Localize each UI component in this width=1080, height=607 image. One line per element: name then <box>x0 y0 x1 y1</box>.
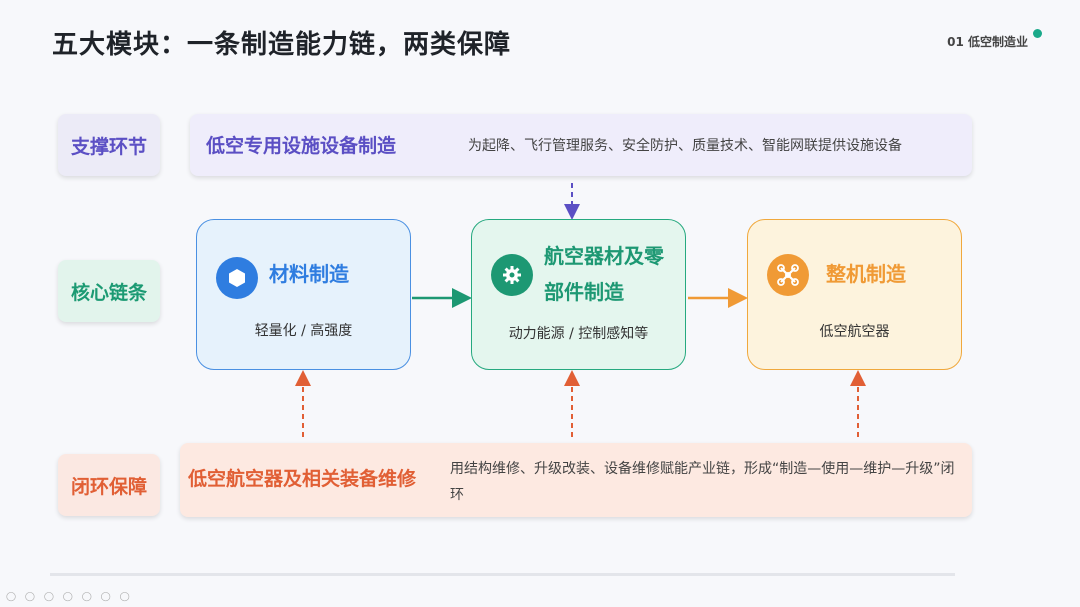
page-title: 五大模块：一条制造能力链，两类保障 <box>52 30 512 60</box>
hexagon-icon <box>216 257 258 299</box>
support-title: 低空专用设施设备制造 <box>206 135 397 157</box>
slide-tool-icons[interactable]: ◯ ◯ ◯ ◯ ◯ ◯ ◯ <box>6 592 133 602</box>
card-parts: 航空器材及零部件制造 动力能源 / 控制感知等 <box>471 219 686 370</box>
accent-dot <box>1033 29 1042 38</box>
card-title: 航空器材及零部件制造 <box>544 244 664 304</box>
card-desc: 动力能源 / 控制感知等 <box>508 326 649 342</box>
card-desc: 轻量化 / 高强度 <box>254 323 353 339</box>
loop-title: 低空航空器及相关装备维修 <box>188 468 417 490</box>
loop-desc: 用结构维修、升级改装、设备维修赋能产业链，形成“制造—使用—维护—升级”闭环 <box>450 461 955 503</box>
card-material: 材料制造 轻量化 / 高强度 <box>196 219 411 370</box>
drone-icon <box>767 254 809 296</box>
card-whole: 整机制造 低空航空器 <box>747 219 962 370</box>
section-tag: 01 低空制造业 <box>947 35 1028 49</box>
card-title: 整机制造 <box>826 262 906 286</box>
row-label-core: 核心链条 <box>58 260 160 322</box>
support-band: 低空专用设施设备制造 为起降、飞行管理服务、安全防护、质量技术、智能网联提供设施… <box>190 114 972 176</box>
card-title: 材料制造 <box>269 262 349 286</box>
gear-icon <box>491 254 533 296</box>
row-label-support: 支撑环节 <box>58 114 160 176</box>
footer-divider <box>50 573 955 576</box>
card-desc: 低空航空器 <box>819 324 890 340</box>
row-label-loop: 闭环保障 <box>58 454 160 516</box>
support-desc: 为起降、飞行管理服务、安全防护、质量技术、智能网联提供设施设备 <box>468 138 902 154</box>
loop-band: 低空航空器及相关装备维修 用结构维修、升级改装、设备维修赋能产业链，形成“制造—… <box>180 443 972 517</box>
